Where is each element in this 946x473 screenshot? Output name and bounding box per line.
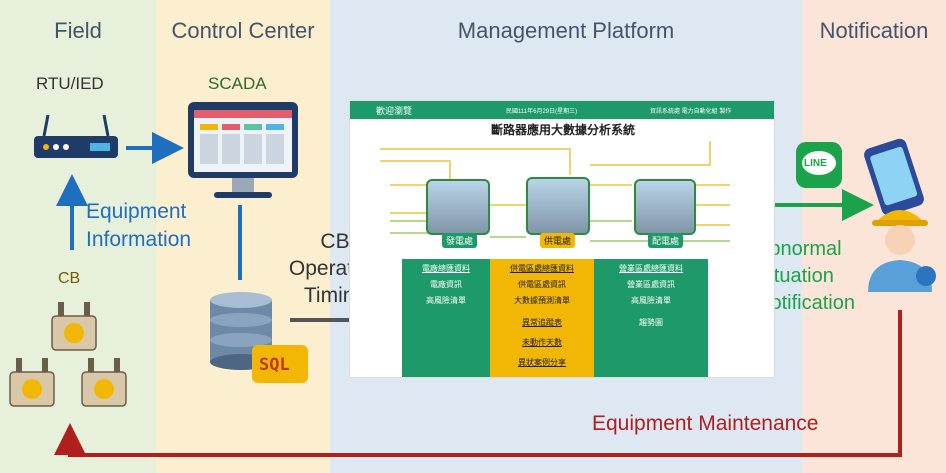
dashboard-header: 歡迎瀏覽 民國111年6月29日(星期三) 資訊系統處 電力自動化組 製作: [350, 101, 774, 119]
breaker-icon: [51, 302, 97, 351]
abnormal-situation-notification-label: Abnormal Situation Notification: [756, 236, 855, 317]
transmission-panel: 供電區處總匯資料 供電區處資訊 大數據預測清單 異常追蹤表 未動作天數 異狀案例…: [490, 259, 594, 377]
list-item[interactable]: 大數據預測清單: [514, 296, 570, 305]
station-tag-generation: 發電處: [442, 233, 478, 248]
cb-label: CB: [58, 270, 81, 287]
abnormal-line-2: Situation: [756, 265, 834, 287]
maintenance-loop-arrow: [54, 310, 902, 457]
phone-icon: [864, 138, 924, 216]
credit-text: 資訊系統處 電力自動化組 製作: [650, 109, 732, 115]
distribution-panel: 營業區處總匯資料 營業區處資訊 高風險清單 趨勢圖: [594, 259, 708, 377]
station-tag-transmission: 供電處: [540, 233, 576, 248]
list-item[interactable]: 趨勢圖: [639, 318, 663, 327]
list-item[interactable]: 高風險清單: [426, 296, 466, 305]
monitor-icon: [188, 102, 298, 198]
line-app-label: LINE: [804, 158, 827, 169]
router-icon: [34, 114, 118, 158]
list-item[interactable]: 供電區處資訊: [518, 280, 566, 289]
control-center-title: Control Center: [171, 18, 315, 43]
control-center-band: Control Center: [156, 0, 330, 473]
equipment-information-line-1: Equipment: [86, 200, 187, 223]
distribution-photo: [634, 179, 696, 235]
list-item[interactable]: 未動作天數: [522, 338, 562, 347]
list-item[interactable]: 營業區處資訊: [627, 280, 675, 289]
list-item[interactable]: 電廠資訊: [430, 280, 462, 289]
scada-label: SCADA: [208, 74, 267, 93]
equipment-maintenance-label: Equipment Maintenance: [592, 412, 819, 435]
date-text: 民國111年6月29日(星期三): [506, 109, 578, 115]
abnormal-line-3: Notification: [756, 292, 855, 314]
list-item[interactable]: 異狀案例分享: [518, 358, 566, 367]
sql-badge-label: SQL: [259, 355, 290, 375]
management-platform-title: Management Platform: [457, 18, 675, 43]
notification-title: Notification: [819, 18, 929, 43]
dashboard-lines: [380, 141, 730, 242]
line-app-icon: [796, 142, 842, 188]
welcome-text: 歡迎瀏覽: [376, 106, 413, 116]
database-icon: [210, 292, 308, 383]
generation-panel: 電廠總匯資料 電廠資訊 高風險清單: [402, 259, 490, 377]
list-item[interactable]: 營業區處總匯資料: [619, 264, 683, 273]
worker-icon: [868, 210, 936, 292]
field-title: Field: [54, 18, 102, 43]
dashboard-title: 斷路器應用大數據分析系統: [490, 123, 635, 137]
list-item[interactable]: 異常追蹤表: [522, 318, 562, 327]
cb-operation-timing-line-1: CB: [320, 230, 350, 253]
abnormal-line-1: Abnormal: [756, 238, 842, 260]
notification-band: Notification: [802, 0, 946, 473]
list-item[interactable]: 電廠總匯資料: [422, 264, 470, 273]
platform-dashboard: 歡迎瀏覽 民國111年6月29日(星期三) 資訊系統處 電力自動化組 製作 斷路…: [349, 100, 775, 378]
equipment-information-line-2: Information: [86, 228, 192, 251]
list-item[interactable]: 高風險清單: [631, 296, 671, 305]
equipment-information-label: Equipment Information: [86, 198, 191, 254]
list-item[interactable]: 供電區處總匯資料: [510, 264, 574, 273]
generation-photo: [426, 179, 490, 235]
breaker-icon: [81, 358, 127, 407]
rtu-ied-label: RTU/IED: [36, 74, 104, 93]
station-tag-distribution: 配電處: [648, 233, 684, 248]
breaker-icon: [9, 358, 55, 407]
transmission-photo: [526, 177, 590, 235]
